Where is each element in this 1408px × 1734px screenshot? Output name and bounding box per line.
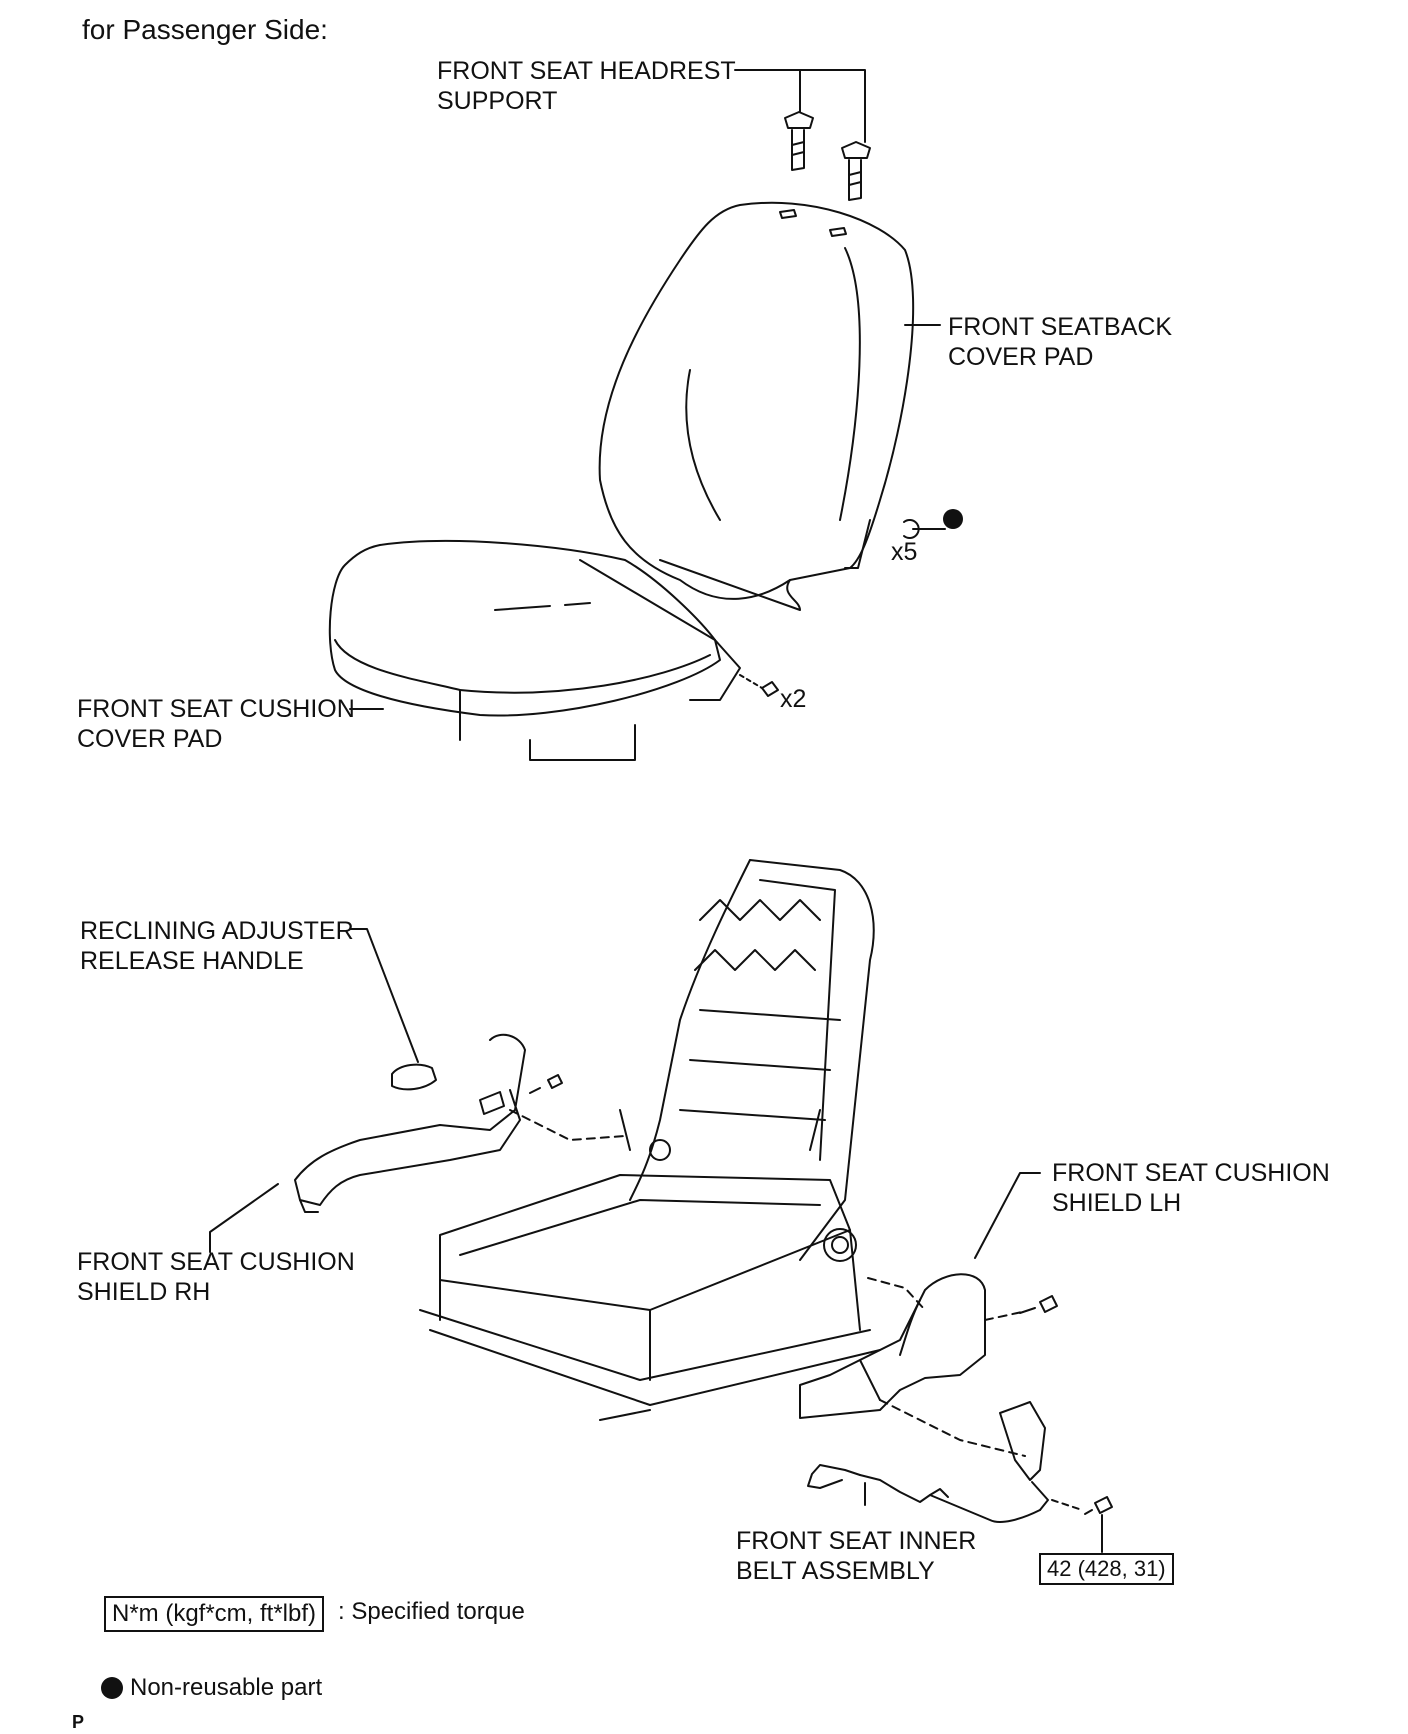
- label-cushion-cover-pad: FRONT SEAT CUSHION COVER PAD: [77, 695, 355, 753]
- headrest-support-right: [841, 141, 871, 201]
- label-hog-ring-qty: x5: [891, 538, 918, 566]
- cushion-shield-rh: [294, 1033, 526, 1213]
- page-mark: P: [72, 1712, 85, 1732]
- legend-nonreusable-text: Non-reusable part: [130, 1674, 323, 1701]
- legend-torque-text: : Specified torque: [338, 1598, 525, 1625]
- label-reclining-handle: RECLINING ADJUSTER RELEASE HANDLE: [80, 917, 354, 975]
- page-title: for Passenger Side:: [82, 14, 328, 45]
- label-seatback-cover-pad: FRONT SEATBACK COVER PAD: [948, 313, 1173, 371]
- reclining-leader: [349, 928, 419, 1063]
- seat-frame: [419, 859, 881, 1421]
- clip: [739, 674, 779, 697]
- headrest-support-left: [784, 111, 814, 171]
- label-cushion-shield-lh: FRONT SEAT CUSHION SHIELD LH: [1052, 1159, 1330, 1217]
- belt-bolt: [1084, 1496, 1113, 1515]
- legend-bullet-icon: [101, 1677, 123, 1699]
- reclining-release-handle: [391, 1063, 437, 1091]
- label-clip-qty: x2: [780, 685, 807, 713]
- label-cushion-shield-rh: FRONT SEAT CUSHION SHIELD RH: [77, 1248, 355, 1306]
- non-reusable-mark: [943, 509, 963, 529]
- inner-belt-assembly: [807, 1401, 1049, 1523]
- torque-value-box: 42 (428, 31): [1039, 1553, 1174, 1585]
- legend-torque-box: N*m (kgf*cm, ft*lbf): [104, 1596, 325, 1632]
- headrest-leader: [734, 69, 866, 143]
- rh-dashed-line: [509, 1109, 626, 1141]
- lh-dashed-line: [867, 1277, 1026, 1457]
- shield-rh-leader: [209, 1183, 279, 1253]
- cushion-cover-pad: [328, 540, 741, 761]
- label-inner-belt: FRONT SEAT INNER BELT ASSEMBLY: [736, 1527, 977, 1585]
- screw-lh: [1019, 1295, 1058, 1314]
- label-headrest-support: FRONT SEAT HEADREST SUPPORT: [437, 57, 736, 115]
- seatback-cover-pad: [598, 201, 915, 611]
- hog-ring: [903, 519, 946, 539]
- cushion-shield-lh: [799, 1273, 986, 1419]
- shield-lh-leader: [974, 1172, 1041, 1259]
- belt-bolt-dashed: [1051, 1499, 1083, 1511]
- screw-rh: [529, 1074, 563, 1094]
